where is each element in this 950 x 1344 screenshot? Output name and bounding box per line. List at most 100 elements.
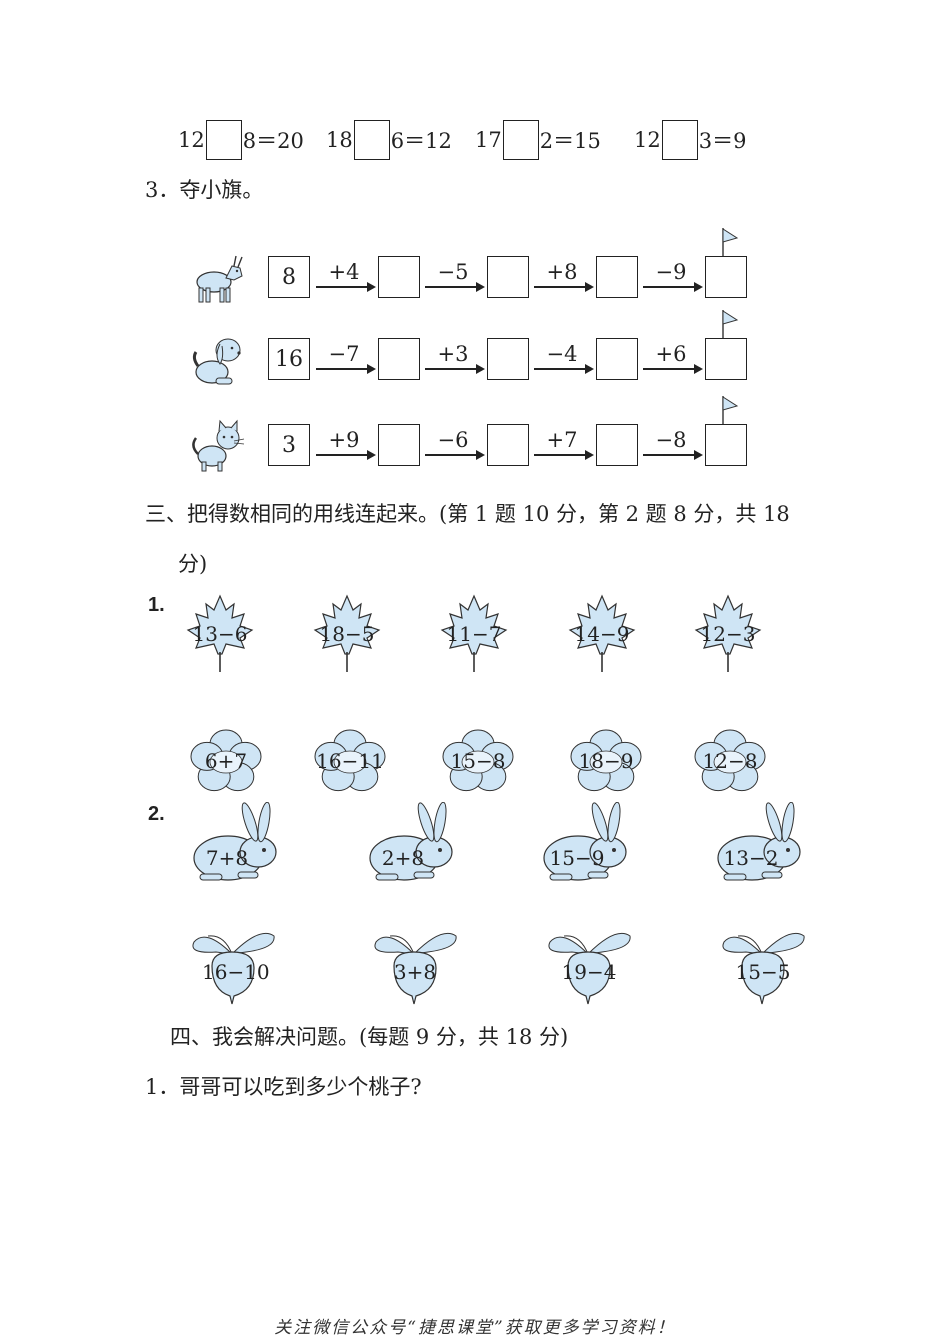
chain-row-dog: 16 −7 +3 −4 +6: [186, 310, 756, 416]
footer-note: 关注微信公众号“捷思课堂”获取更多学习资料！: [274, 1318, 676, 1338]
radish-card[interactable]: 19−4: [542, 924, 634, 1006]
arrow-icon: [643, 364, 703, 374]
rabbit-icon: [717, 801, 801, 881]
leaf-card[interactable]: 18−5: [313, 594, 381, 674]
leaf-expression: 13−6: [192, 622, 248, 646]
answer-box[interactable]: [353, 120, 390, 160]
chain-answer-box[interactable]: [487, 338, 529, 380]
flower-card[interactable]: 16−11: [310, 728, 390, 796]
chain-answer-box[interactable]: [705, 424, 747, 466]
question-4-1: 1．哥哥可以吃到多少个桃子?: [145, 1075, 422, 1099]
rabbit-icon: [543, 801, 627, 881]
radish-card[interactable]: 15−5: [716, 924, 808, 1006]
rabbit-expression: 15−9: [549, 846, 605, 870]
arrow-icon: [425, 364, 485, 374]
equation-operand: 18: [326, 128, 353, 152]
dog-figure: [190, 330, 246, 392]
arrow-icon: [534, 364, 594, 374]
chain-row-goat: 8+4−5+8−9: [186, 228, 756, 334]
chain-answer-box[interactable]: [378, 256, 420, 298]
chain-start-value: 3: [268, 424, 310, 466]
radish-icon: [374, 932, 457, 1005]
equation-3: 17 2＝15: [475, 120, 601, 160]
radish-expression: 16−10: [202, 960, 270, 984]
chain-operation: −7: [328, 342, 360, 366]
flower-icon: [570, 729, 642, 792]
radish-icon: [192, 932, 275, 1005]
arrow-icon: [316, 282, 376, 292]
flower-icon: [694, 729, 766, 792]
chain-answer-box[interactable]: [596, 256, 638, 298]
rabbit-card[interactable]: 15−9: [536, 801, 632, 886]
flower-expression: 16−11: [316, 749, 384, 773]
section-3-title-cont: 分): [178, 552, 208, 576]
rabbit-card[interactable]: 7+8: [186, 801, 282, 886]
goat-icon: [196, 255, 243, 303]
chain-answer-box[interactable]: [378, 338, 420, 380]
answer-box[interactable]: [502, 120, 539, 160]
chain-answer-box[interactable]: [378, 424, 420, 466]
leaf-card[interactable]: 12−3: [694, 594, 762, 674]
answer-box[interactable]: [205, 120, 242, 160]
flower-card[interactable]: 15−8: [438, 728, 518, 796]
chain-answer-box[interactable]: [705, 256, 747, 298]
arrow-icon: [643, 282, 703, 292]
chain-answer-box[interactable]: [705, 338, 747, 380]
flower-icon: [442, 729, 514, 792]
leaf-card[interactable]: 11−7: [440, 594, 508, 674]
arrow-icon: [316, 450, 376, 460]
chain-operation: −6: [437, 428, 469, 452]
leaf-card[interactable]: 13−6: [186, 594, 254, 674]
radish-card[interactable]: 16−10: [186, 924, 278, 1006]
rabbit-card[interactable]: 13−2: [710, 801, 806, 886]
section-3-title: 三、把得数相同的用线连起来。(第 1 题 10 分，第 2 题 8 分，共 18: [145, 502, 790, 526]
rabbit-card[interactable]: 2+8: [362, 801, 458, 886]
chain-operation: +6: [655, 342, 687, 366]
chain-operation: +8: [546, 260, 578, 284]
flower-expression: 6+7: [204, 749, 248, 773]
equation-result: 8＝20: [242, 129, 304, 153]
equation-result: 2＝15: [539, 129, 601, 153]
flag-icon: [722, 310, 739, 338]
leaf-card[interactable]: 14−9: [568, 594, 636, 674]
maple-leaf-icon: [186, 594, 254, 672]
flower-icon: [190, 729, 262, 792]
maple-leaf-icon: [313, 594, 381, 672]
chain-start-value: 16: [268, 338, 310, 380]
chain-answer-box[interactable]: [487, 256, 529, 298]
chain-operation: +3: [437, 342, 469, 366]
radish-expression: 3+8: [393, 960, 437, 984]
equation-4: 12 3＝9: [634, 120, 746, 160]
chain-operation: −4: [546, 342, 578, 366]
leaf-expression: 11−7: [446, 622, 502, 646]
leaf-expression: 14−9: [574, 622, 630, 646]
chain-operation: −8: [655, 428, 687, 452]
arrow-icon: [534, 282, 594, 292]
answer-box[interactable]: [661, 120, 698, 160]
chain-operation: −5: [437, 260, 469, 284]
flower-expression: 18−9: [578, 749, 634, 773]
rabbit-expression: 2+8: [381, 846, 425, 870]
equation-result: 3＝9: [698, 129, 747, 153]
flag-icon: [722, 396, 739, 424]
flower-card[interactable]: 18−9: [566, 728, 646, 796]
radish-card[interactable]: 3+8: [368, 924, 460, 1006]
leaf-expression: 12−3: [700, 622, 756, 646]
rabbit-icon: [193, 801, 277, 881]
chain-operation: +7: [546, 428, 578, 452]
chain-answer-box[interactable]: [596, 424, 638, 466]
dog-icon: [192, 338, 241, 385]
chain-answer-box[interactable]: [596, 338, 638, 380]
arrow-icon: [643, 450, 703, 460]
equation-operand: 12: [634, 128, 661, 152]
goat-figure: [190, 248, 246, 310]
chain-answer-box[interactable]: [487, 424, 529, 466]
rabbit-expression: 13−2: [723, 846, 779, 870]
chain-operation: +4: [328, 260, 360, 284]
section-4-title: 四、我会解决问题。(每题 9 分，共 18 分): [170, 1025, 569, 1049]
equation-operand: 17: [475, 128, 502, 152]
flower-card[interactable]: 6+7: [186, 728, 266, 796]
flower-card[interactable]: 12−8: [690, 728, 770, 796]
flower-icon: [314, 729, 386, 792]
cat-figure: [190, 416, 246, 478]
